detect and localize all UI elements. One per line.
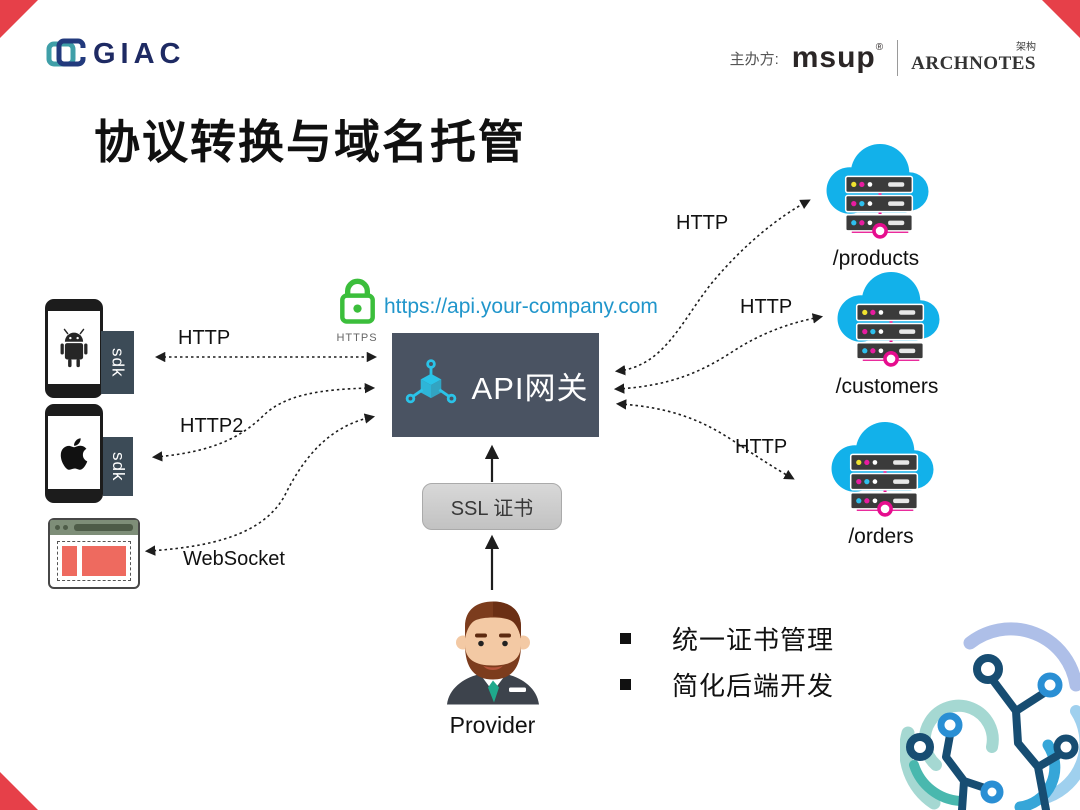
cloud-server-icon	[837, 272, 940, 367]
service-customers: /customers	[826, 268, 948, 399]
note-item: 简化后端开发	[620, 666, 834, 703]
notes-list: 统一证书管理 简化后端开发	[620, 620, 834, 712]
note-item: 统一证书管理	[620, 620, 834, 657]
api-gateway-label: API网关	[471, 370, 589, 406]
msup-logo: msup®	[792, 43, 884, 73]
apple-icon	[60, 437, 88, 470]
giac-logo-icon	[46, 38, 86, 67]
corner-accent-top-right	[1042, 0, 1080, 38]
protocol-label-http: HTTP	[178, 327, 231, 349]
cloud-server-icon	[831, 422, 934, 517]
browser-block-right	[82, 546, 126, 576]
browser-dot	[55, 525, 60, 530]
bullet-square	[620, 633, 631, 644]
protocol-label-websocket: WebSocket	[183, 548, 285, 570]
ssl-cert-box: SSL 证书	[422, 483, 562, 530]
archnotes-cn-tag: 架构	[1016, 42, 1036, 53]
service-path-label: /orders	[848, 525, 914, 548]
archnotes-logo-text: ARCHNOTES	[911, 53, 1036, 74]
corner-accent-bottom-left	[0, 772, 38, 810]
android-icon	[60, 328, 88, 367]
service-orders: /orders	[820, 418, 942, 549]
lock-icon	[339, 278, 375, 324]
host-label: 主办方:	[729, 50, 779, 68]
host-logos: 主办方: msup® 架构 ARCHNOTES	[730, 40, 1036, 76]
gateway-cube-icon	[405, 359, 456, 404]
iphone	[45, 404, 103, 503]
https-lock: HTTPS	[333, 276, 381, 344]
provider-icon	[446, 601, 539, 705]
protocol-label-http-products: HTTP	[676, 212, 729, 234]
protocol-label-http-customers: HTTP	[740, 296, 793, 318]
page-title: 协议转换与域名托管	[94, 116, 526, 168]
archnotes-logo: 架构 ARCHNOTES	[911, 42, 1036, 74]
bullet-square	[620, 679, 631, 690]
protocol-label-http-orders: HTTP	[735, 436, 788, 458]
corner-accent-top-left	[0, 0, 38, 38]
browser-block-left	[62, 546, 77, 576]
browser-content	[57, 541, 131, 581]
msup-reg-mark: ®	[875, 42, 885, 53]
browser-dot	[63, 525, 68, 530]
note-text: 统一证书管理	[672, 625, 835, 655]
giac-logo-text: GIAC	[93, 37, 186, 70]
host-divider	[897, 40, 899, 76]
giac-logo: GIAC	[46, 36, 186, 72]
protocol-label-http2: HTTP2	[180, 415, 244, 437]
gateway-url: https://api.your-company.com	[384, 295, 658, 318]
browser-address-bar	[74, 524, 133, 531]
iphone-sdk-badge: sdk	[103, 437, 133, 496]
browser-icon	[48, 518, 140, 589]
msup-logo-text: msup	[791, 41, 876, 74]
provider-figure: Provider	[430, 592, 555, 739]
service-path-label: /products	[832, 247, 920, 270]
service-products: /products	[815, 140, 937, 271]
https-badge: HTTPS	[336, 332, 378, 344]
browser-header	[50, 520, 138, 535]
note-text: 简化后端开发	[672, 671, 835, 701]
api-gateway-box: API网关	[392, 333, 599, 437]
arrow-http-customers	[613, 313, 824, 394]
network-decoration	[900, 622, 1080, 810]
android-phone	[45, 299, 103, 398]
service-path-label: /customers	[835, 375, 939, 398]
provider-label: Provider	[449, 712, 536, 738]
android-sdk-badge: sdk	[101, 331, 134, 394]
cloud-server-icon	[826, 144, 929, 239]
